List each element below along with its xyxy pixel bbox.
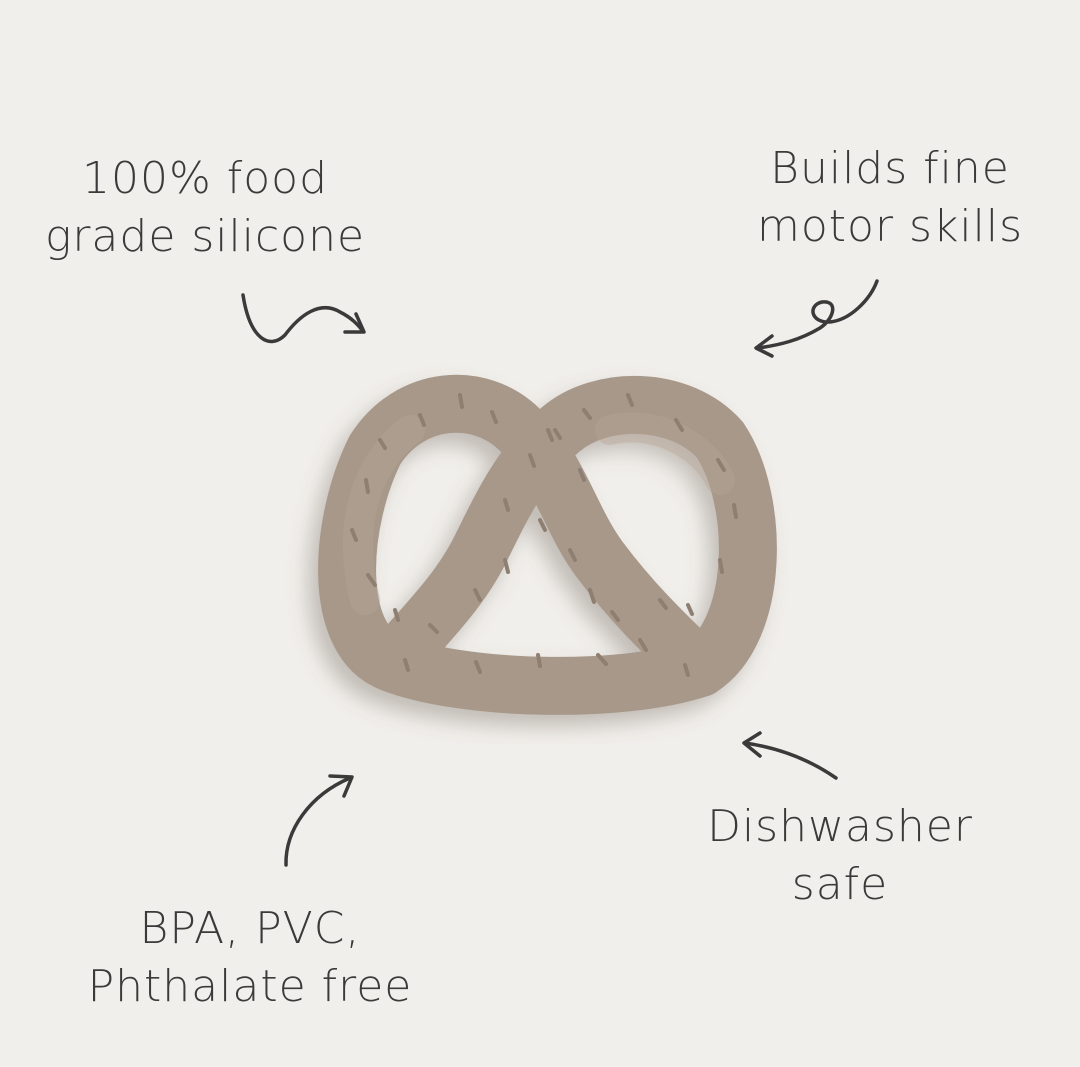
pretzel-teether-image bbox=[318, 374, 777, 715]
callout-line: grade silicone bbox=[44, 211, 366, 262]
callout-line: safe bbox=[791, 859, 889, 910]
callout-line: Dishwasher bbox=[707, 801, 973, 852]
arrow-head bbox=[742, 731, 762, 758]
curved-arrow-head bbox=[328, 774, 354, 798]
callout-line: 100% food bbox=[81, 153, 329, 204]
callout-fine-motor-skills: Builds fine motor skills bbox=[745, 140, 1035, 256]
callout-line: Phthalate free bbox=[87, 961, 413, 1012]
squiggle-arrow-icon bbox=[241, 293, 364, 344]
callout-food-grade-silicone: 100% food grade silicone bbox=[40, 150, 370, 266]
callout-line: Builds fine bbox=[770, 143, 1010, 194]
callout-dishwasher-safe: Dishwasher safe bbox=[690, 798, 990, 914]
curved-arrow-icon bbox=[284, 776, 352, 867]
callout-line: motor skills bbox=[756, 201, 1024, 252]
callout-bpa-pvc-free: BPA, PVC, Phthalate free bbox=[70, 900, 430, 1016]
loop-arrow-head bbox=[754, 334, 774, 358]
squiggle-arrow-head bbox=[343, 312, 366, 334]
loop-arrow-icon bbox=[756, 279, 879, 350]
arrow-icon bbox=[743, 741, 838, 780]
callout-line: BPA, PVC, bbox=[139, 903, 361, 954]
